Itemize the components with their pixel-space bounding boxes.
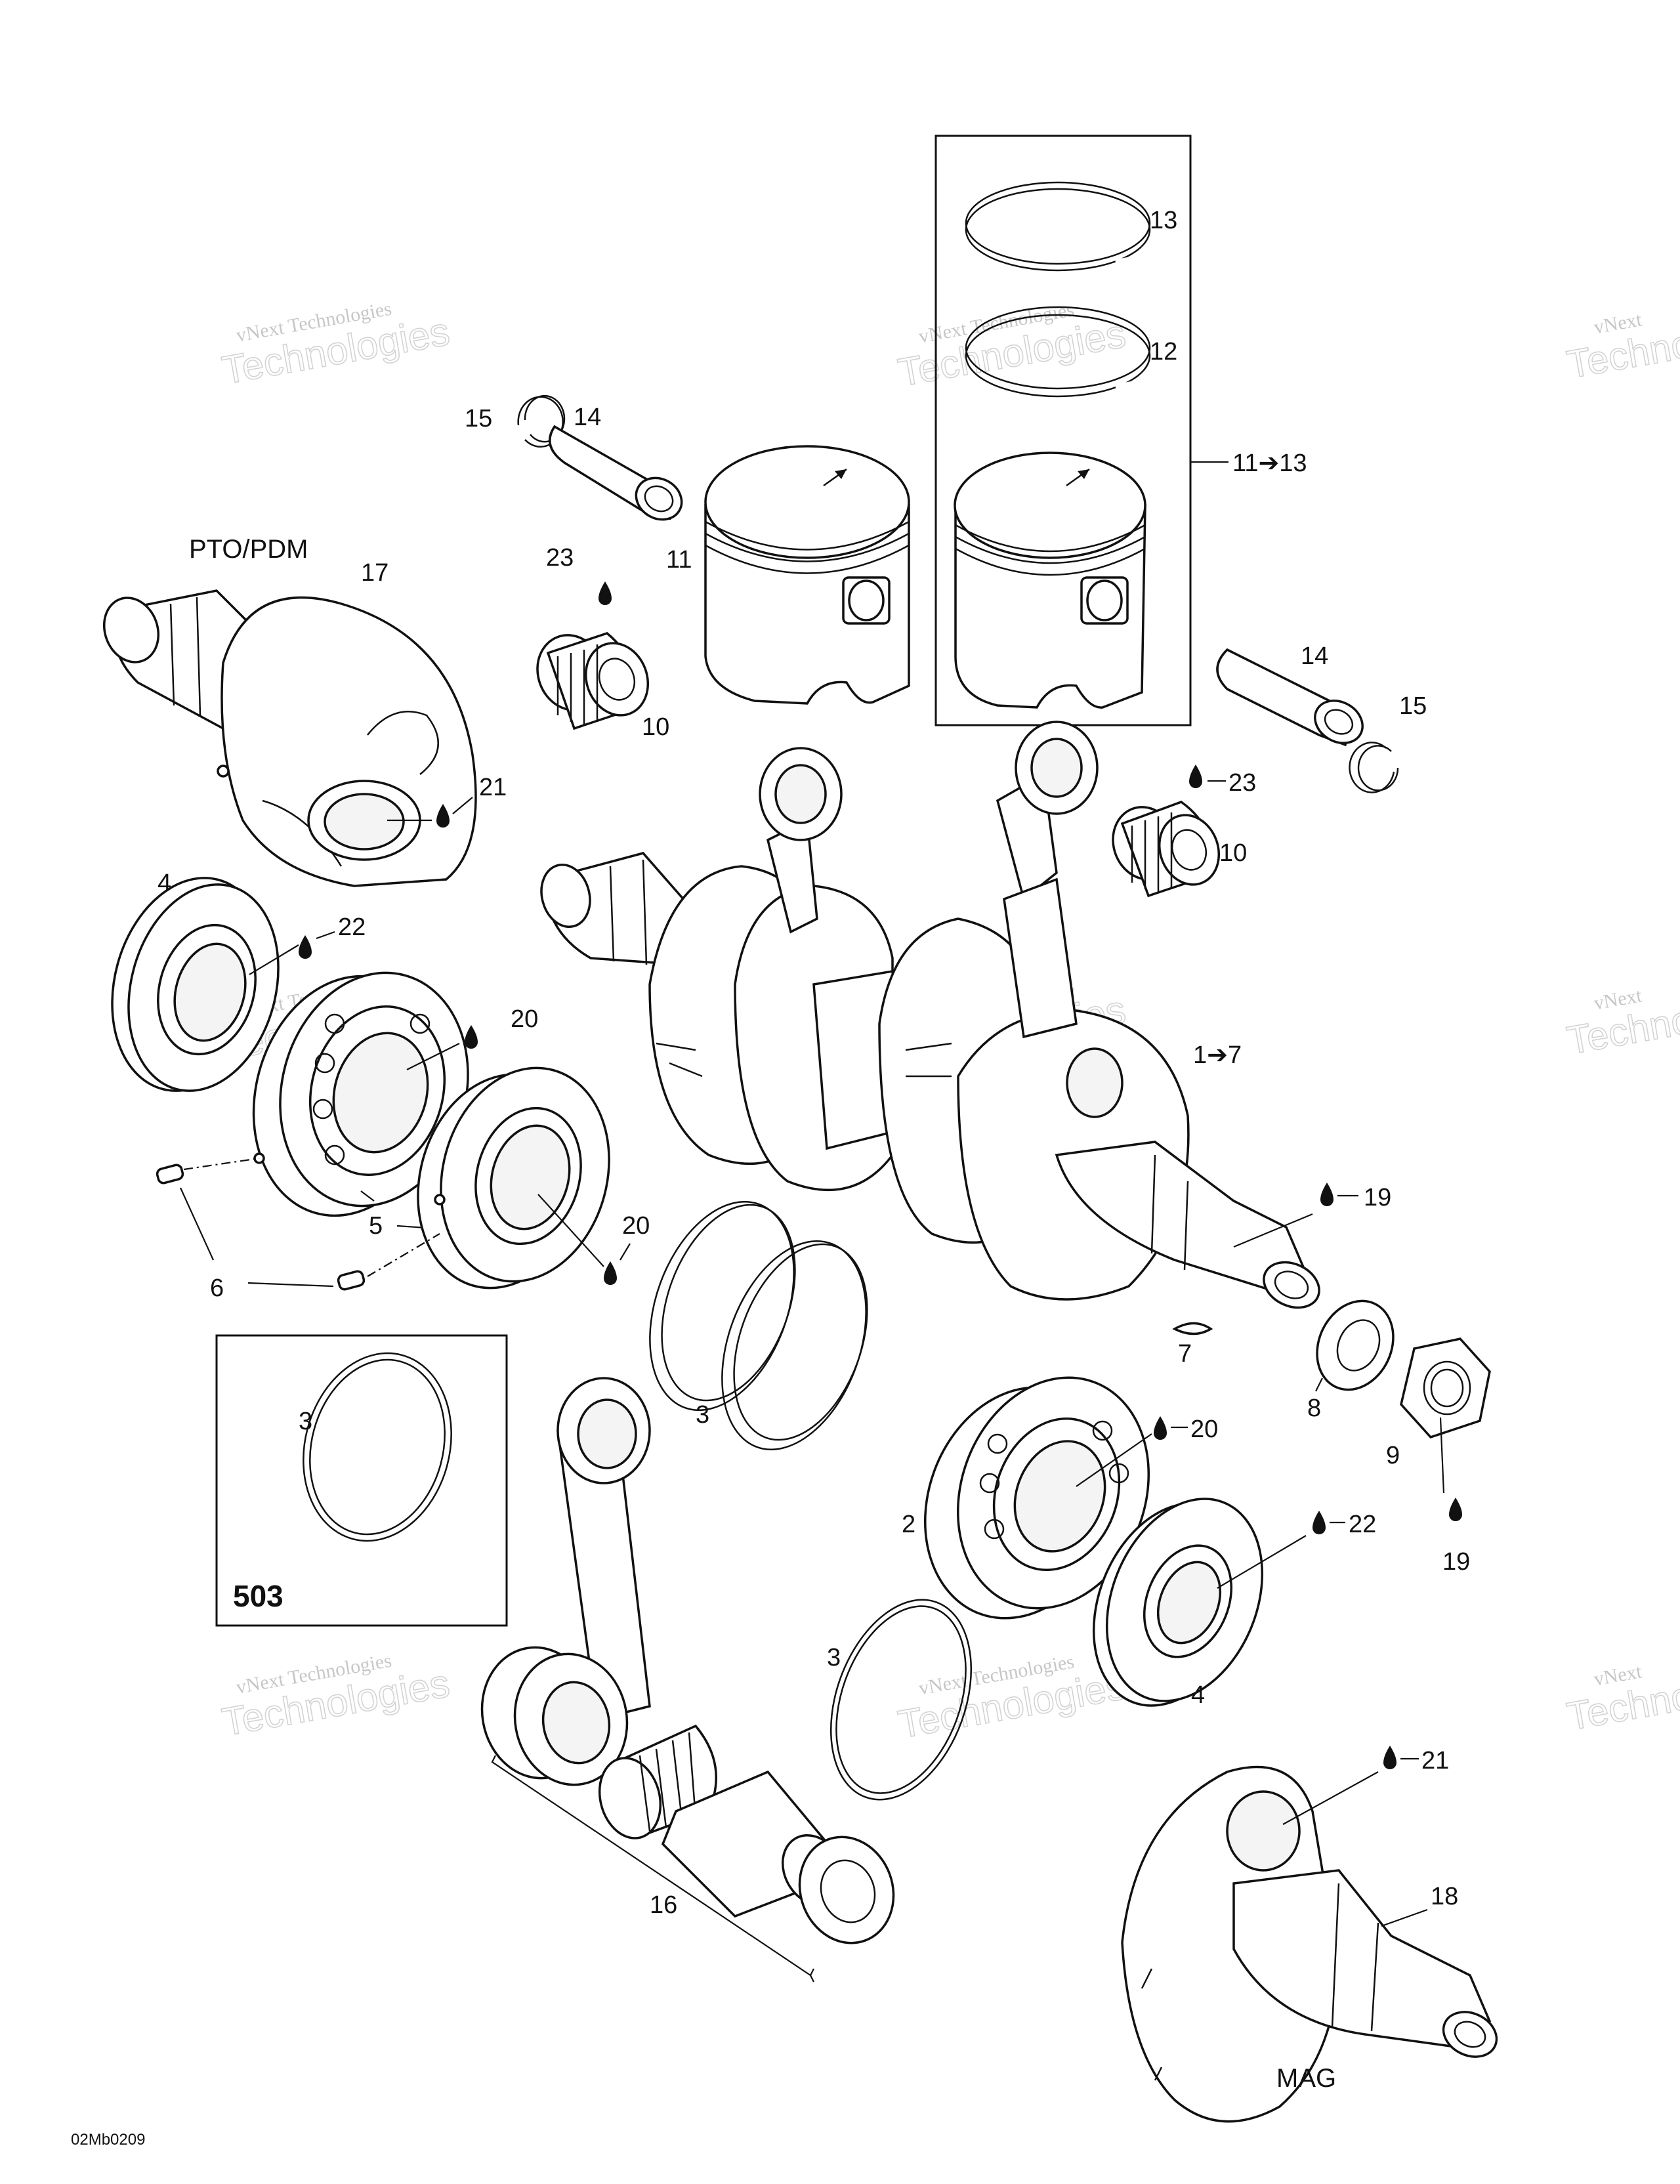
label-10-left: 10 (642, 713, 669, 741)
kit-503-frame (215, 1334, 508, 1627)
label-3-kit: 3 (299, 1408, 312, 1435)
oil-drop-20-bearing5 (465, 1025, 478, 1049)
label-3-middle: 3 (696, 1401, 709, 1429)
ball-bearing-5 (252, 971, 469, 1217)
lock-washer-8 (1315, 1299, 1395, 1392)
piston-ring-12 (965, 306, 1151, 398)
figure-code: 02Mb0209 (71, 2131, 145, 2149)
label-20-top: 20 (511, 1005, 538, 1033)
pto-crank-half-17 (102, 589, 477, 887)
label-16: 16 (650, 1891, 677, 1919)
seal-4-left (111, 877, 299, 1092)
label-10-right: 10 (1219, 839, 1247, 867)
label-4-left: 4 (158, 870, 171, 897)
label-20-mid: 20 (622, 1212, 650, 1240)
ball-bearing-2 (924, 1376, 1152, 1620)
dowel-pin-6-lower (247, 1233, 440, 1291)
label-22-right: 22 (1349, 1511, 1376, 1538)
oil-drop-20-bearing2 (1154, 1416, 1188, 1440)
label-5: 5 (369, 1212, 383, 1240)
seal-4-right (1092, 1498, 1307, 1707)
label-8: 8 (1307, 1395, 1321, 1422)
label-19-nut: 19 (1442, 1548, 1470, 1576)
label-22-left: 22 (338, 914, 366, 941)
label-21-pto: 21 (479, 774, 507, 801)
o-ring-3-middle (649, 1200, 868, 1451)
mag-crank-half-18 (1121, 1765, 1498, 2123)
piston-kit (954, 452, 1146, 709)
piston-11 (704, 445, 910, 705)
label-3-bottom: 3 (827, 1644, 841, 1671)
piston-pin-14-top (549, 425, 683, 521)
oil-drop-22-left (299, 931, 335, 959)
oil-drop-20-bearing (604, 1243, 631, 1285)
oil-drop-22-right (1312, 1511, 1345, 1534)
label-2: 2 (902, 1511, 915, 1538)
label-mag: MAG (1276, 2064, 1336, 2093)
ball-bearing-20 (417, 1066, 610, 1290)
label-21-mag: 21 (1421, 1747, 1449, 1774)
label-14-top: 14 (574, 404, 601, 431)
label-pto: PTO/PDM (189, 535, 308, 564)
label-17: 17 (361, 559, 388, 587)
label-11: 11 (666, 546, 692, 574)
label-14-right: 14 (1301, 642, 1328, 670)
label-6: 6 (210, 1274, 224, 1302)
piston-ring-13 (965, 181, 1151, 272)
label-1-7: 1➔7 (1193, 1041, 1242, 1069)
connecting-rod-kit-16 (480, 1377, 895, 1983)
label-15-top: 15 (465, 405, 492, 432)
needle-bearing-10-right (1112, 801, 1221, 898)
label-23-right: 23 (1228, 769, 1256, 797)
label-18: 18 (1431, 1883, 1458, 1910)
needle-bearing-10-left (536, 632, 650, 730)
oil-drop-23-left (598, 581, 612, 605)
oil-drop-19-nut (1449, 1498, 1462, 1521)
crankshaft-assembly (540, 721, 1320, 1309)
oil-drop-19-shaft (1320, 1183, 1358, 1206)
label-9: 9 (1386, 1442, 1400, 1469)
label-13: 13 (1150, 207, 1177, 234)
label-20-bottom: 20 (1190, 1416, 1218, 1443)
o-ring-3-kit (303, 1352, 452, 1542)
oil-drop-21-mag (1282, 1746, 1419, 1825)
label-15-right: 15 (1399, 692, 1427, 720)
o-ring-3-bottom (830, 1599, 973, 1801)
leader-line (360, 1190, 375, 1202)
label-12: 12 (1150, 338, 1177, 366)
label-11-13: 11➔13 (1232, 450, 1307, 477)
label-4-right: 4 (1191, 1681, 1205, 1709)
label-503: 503 (233, 1579, 284, 1613)
label-19-shaft: 19 (1364, 1184, 1391, 1211)
circlip-15-top (517, 394, 566, 448)
oil-drop-21-pto (387, 797, 473, 828)
label-23-left: 23 (546, 544, 574, 572)
label-7: 7 (1178, 1340, 1192, 1368)
piston-pin-14-right (1216, 648, 1364, 747)
oil-drop-23-right (1189, 765, 1226, 788)
circlip-15-right (1349, 742, 1399, 793)
nut-9 (1400, 1337, 1491, 1494)
dowel-pin-6-upper (156, 1157, 260, 1261)
woodruff-key-7 (1172, 1322, 1213, 1335)
